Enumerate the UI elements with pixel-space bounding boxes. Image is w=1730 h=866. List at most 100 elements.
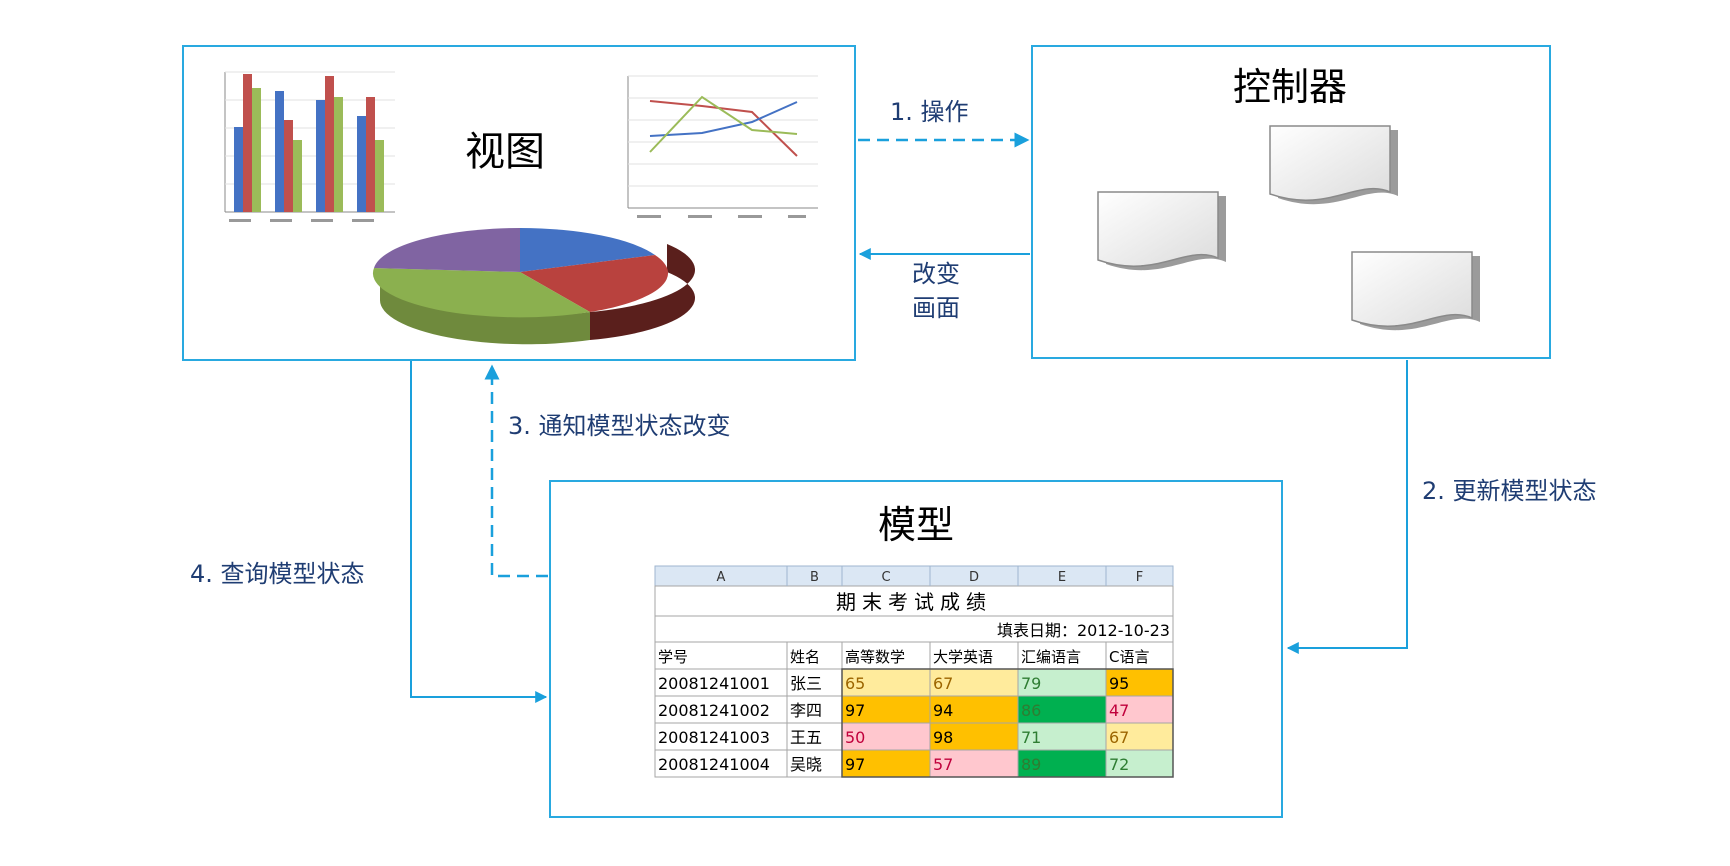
cell-text: 67 [1109,728,1129,747]
cell-text: 94 [933,701,953,720]
column-letter: D [969,570,979,585]
line-thumb-series [649,95,798,153]
table-cell [1017,749,1107,778]
bar-thumb [243,74,252,212]
table-cell [841,722,931,751]
pie-slice-blue [520,228,655,272]
label-change-screen-2: 画面 [912,294,960,322]
table-cell [929,695,1019,724]
controller-box: 控制器 [1031,45,1551,359]
cell-text: 65 [845,674,865,693]
header-cell [1017,641,1107,670]
sheet-title: 期末考试成绩 [836,590,992,614]
table-cell [841,749,931,778]
bar-thumb [293,140,302,212]
document-icon [1269,125,1398,205]
line-chart-thumbnail [627,75,818,218]
label-change-screen-1: 改变 [912,260,960,288]
header-text: 汇编语言 [1021,648,1081,666]
cell-text: 97 [845,755,865,774]
table-cell [786,722,843,751]
bar-thumb [252,88,261,212]
column-letter: C [881,570,890,585]
cell-text: 20081241004 [658,755,770,774]
cell-text: 86 [1021,701,1041,720]
label-notify-change: 3. 通知模型状态改变 [508,412,731,440]
header-text: 高等数学 [845,648,905,666]
view-box: 视图 [182,45,856,361]
arrow-query-state [410,361,548,703]
model-title: 模型 [878,503,954,547]
arrow-notify-change [484,364,548,578]
table-cell [841,668,931,697]
sheet-title-row [654,585,1174,617]
table-cell [1105,695,1174,724]
table-cell [654,668,788,697]
column-letter: E [1058,570,1066,585]
controller-title: 控制器 [1233,65,1347,109]
column-letter: A [717,570,726,585]
header-text: 学号 [658,648,688,666]
sheet-date-row [654,615,1174,643]
line-thumb-series [649,100,798,157]
cell-text: 57 [933,755,953,774]
cell-text: 67 [933,674,953,693]
cell-text: 王五 [790,728,822,747]
cell-text: 李四 [790,701,822,720]
table-cell [1105,722,1174,751]
table-cell [654,749,788,778]
arrow-update-state [1286,360,1408,654]
pie-side-red [590,244,696,340]
bar-thumb [316,100,325,212]
cell-text: 20081241002 [658,701,770,720]
cell-text: 吴晓 [790,755,822,774]
label-operate: 1. 操作 [890,98,969,126]
header-text: 大学英语 [933,648,993,666]
cell-text: 71 [1021,728,1041,747]
table-cell [929,722,1019,751]
header-cell [786,641,843,670]
bar-thumb [275,91,284,212]
cell-text: 张三 [790,674,822,693]
table-cell [1017,668,1107,697]
line-thumb-series [649,101,798,137]
bar-thumb [375,140,384,212]
bar-thumb [234,127,243,212]
cell-text: 97 [845,701,865,720]
bar-chart-thumbnail [224,71,395,222]
cell-text: 20081241003 [658,728,770,747]
header-cell [1105,641,1174,670]
column-header-strip [654,565,1174,587]
cell-text: 98 [933,728,953,747]
header-cell [929,641,1019,670]
table-cell [1105,749,1174,778]
cell-text: 47 [1109,701,1129,720]
pie-slice-red [520,255,669,312]
bar-thumb [357,116,366,212]
pie-slice-purple [374,228,520,272]
header-text: 姓名 [790,648,820,666]
pie-side-green [379,272,590,345]
bar-thumb [325,76,334,212]
bar-chart-tick-marks [229,219,374,222]
score-block-border [841,668,1174,778]
pie-chart-thumbnail [372,228,696,345]
document-icon [1097,191,1226,271]
view-title: 视图 [465,129,545,175]
sheet-date: 填表日期：2012-10-23 [997,621,1170,640]
header-text: C语言 [1109,648,1149,666]
label-update-state: 2. 更新模型状态 [1422,477,1597,505]
bar-thumb [334,97,343,212]
cell-text: 50 [845,728,865,747]
document-icon [1351,251,1480,331]
line-chart-tick-marks [637,215,806,218]
cell-text: 20081241001 [658,674,770,693]
bar-thumb [284,120,293,212]
bar-thumb [366,97,375,212]
header-cell [654,641,788,670]
cell-text: 72 [1109,755,1129,774]
cell-text: 89 [1021,755,1041,774]
